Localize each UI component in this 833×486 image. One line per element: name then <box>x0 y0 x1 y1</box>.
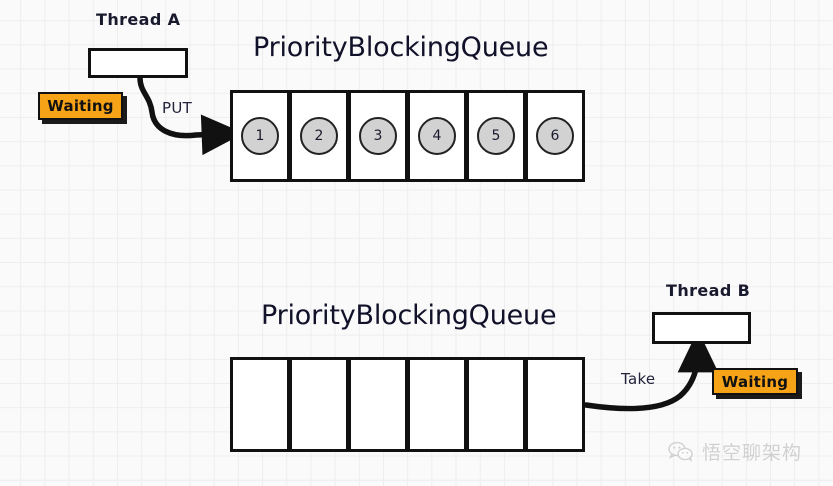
queue-cell[interactable]: 1 <box>230 90 290 182</box>
bottom-queue-title: PriorityBlockingQueue <box>261 300 557 331</box>
queue-item-circle: 6 <box>536 117 574 155</box>
queue-cell[interactable]: 2 <box>289 90 349 182</box>
top-queue-title: PriorityBlockingQueue <box>253 32 549 63</box>
queue-cell[interactable]: 4 <box>407 90 467 182</box>
queue-cell[interactable]: 3 <box>348 90 408 182</box>
queue-cell[interactable] <box>289 357 349 452</box>
queue-cell[interactable] <box>466 357 526 452</box>
watermark-text: 悟空聊架构 <box>702 442 803 464</box>
queue-item-circle: 5 <box>477 117 515 155</box>
thread-a-label: Thread A <box>96 10 181 29</box>
queue-item-circle: 1 <box>241 117 279 155</box>
thread-a-box[interactable] <box>88 48 188 78</box>
take-label: Take <box>621 370 656 388</box>
thread-b-box[interactable] <box>652 312 751 344</box>
put-label: PUT <box>162 99 193 117</box>
queue-cell[interactable] <box>525 357 585 452</box>
bottom-priority-blocking-queue <box>230 357 585 452</box>
queue-cell[interactable] <box>230 357 290 452</box>
queue-cell[interactable] <box>407 357 467 452</box>
thread-a-waiting-badge: Waiting <box>38 92 123 120</box>
queue-item-circle: 3 <box>359 117 397 155</box>
queue-item-circle: 4 <box>418 117 456 155</box>
queue-cell[interactable]: 6 <box>525 90 585 182</box>
thread-b-label: Thread B <box>666 281 751 300</box>
queue-cell[interactable] <box>348 357 408 452</box>
thread-b-waiting-badge: Waiting <box>712 368 798 395</box>
wechat-icon <box>668 441 693 461</box>
queue-item-circle: 2 <box>300 117 338 155</box>
queue-cell[interactable]: 5 <box>466 90 526 182</box>
watermark: 悟空聊架构 <box>668 438 802 465</box>
